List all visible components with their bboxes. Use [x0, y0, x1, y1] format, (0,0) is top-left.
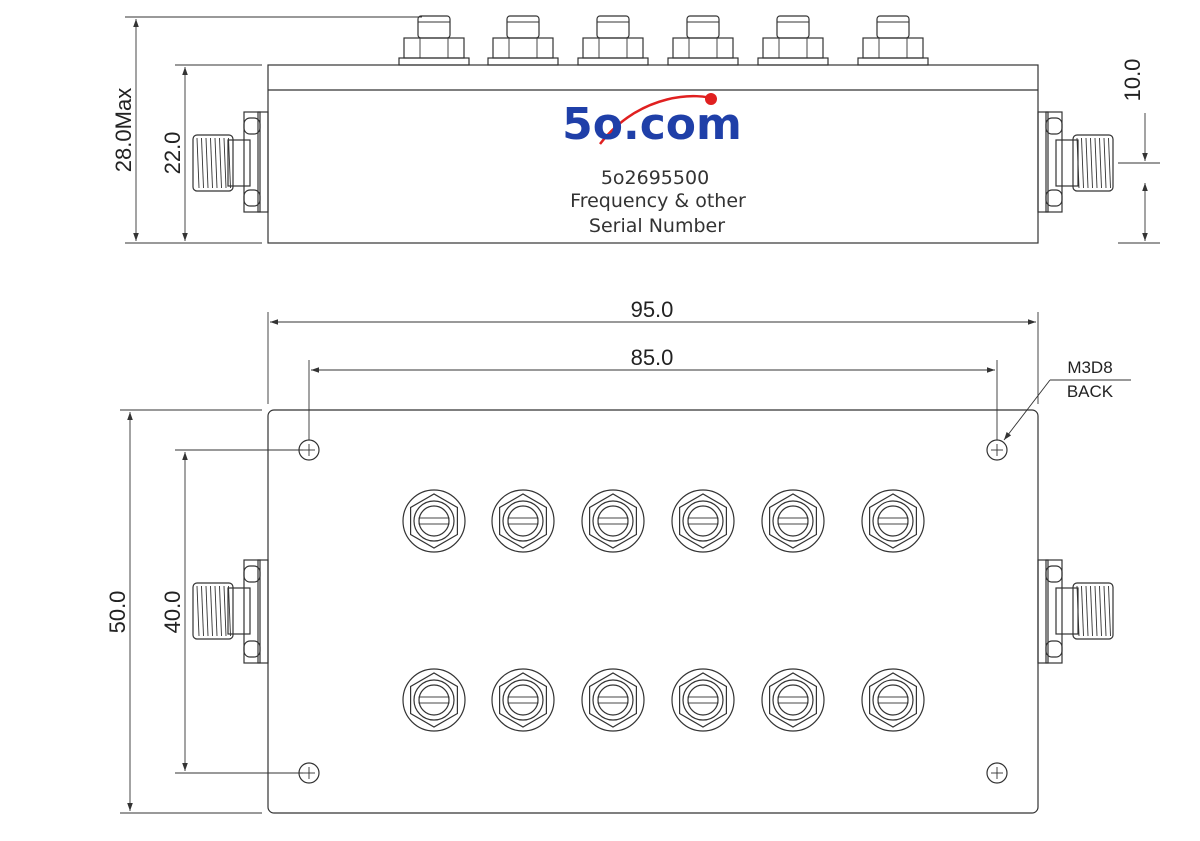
logo-dot: [705, 93, 717, 105]
plan-screw: [402, 489, 466, 553]
side-view: 5o.com 5o2695500 Frequency & other Seria…: [111, 15, 1160, 244]
dim-width: 50.0: [105, 409, 262, 814]
plan-screw: [581, 668, 645, 732]
label-serial: Serial Number: [589, 215, 725, 237]
hole-note-size: M3D8: [1067, 358, 1112, 377]
plan-screw: [402, 668, 466, 732]
dim-overall-height-label: 28.0Max: [111, 88, 136, 172]
dim-length: 95.0: [267, 297, 1039, 404]
mounting-hole: [986, 762, 1008, 784]
dim-body-height: 22.0: [160, 64, 262, 241]
plan-body: [267, 409, 1039, 814]
side-screw: [487, 15, 559, 66]
side-screw: [757, 15, 829, 66]
side-tuning-screws: [398, 15, 929, 66]
side-right-connector: [1037, 111, 1114, 213]
plan-screw: [671, 489, 735, 553]
plan-right-connector: [1037, 559, 1114, 664]
plan-screw: [861, 668, 925, 732]
dim-overall-height: 28.0Max: [111, 16, 422, 244]
plan-view: 95.0 85.0 50.0 40.0 M3D8 BACK: [105, 297, 1131, 814]
side-screw: [577, 15, 649, 66]
dim-hole-spacing-x: 85.0: [308, 345, 998, 440]
plan-screw: [761, 668, 825, 732]
dim-body-height-label: 22.0: [160, 132, 185, 175]
dim-connector-offset-label: 10.0: [1120, 59, 1145, 102]
plan-screw: [671, 668, 735, 732]
dim-length-label: 95.0: [631, 297, 674, 322]
side-screw: [857, 15, 929, 66]
plan-tuning-screws: [402, 489, 925, 732]
side-left-connector: [192, 111, 269, 213]
dim-width-label: 50.0: [105, 591, 130, 634]
plan-left-connector: [192, 559, 269, 664]
part-number: 5o2695500: [601, 167, 709, 189]
dim-hole-spacing-y-label: 40.0: [160, 591, 185, 634]
mounting-hole: [986, 439, 1008, 461]
hole-note-back: BACK: [1067, 382, 1114, 401]
plan-screw: [491, 489, 555, 553]
dim-hole-spacing-y: 40.0: [160, 449, 303, 774]
side-screw: [398, 15, 470, 66]
plan-screw: [581, 489, 645, 553]
dim-hole-spacing-x-label: 85.0: [631, 345, 674, 370]
plan-screw: [861, 489, 925, 553]
dim-connector-offset: 10.0: [1118, 59, 1160, 244]
plan-screw: [761, 489, 825, 553]
hole-callout: M3D8 BACK: [1003, 358, 1131, 441]
logo-text: 5o.com: [562, 99, 742, 150]
label-frequency: Frequency & other: [570, 190, 746, 212]
plan-screw: [491, 668, 555, 732]
side-screw: [667, 15, 739, 66]
brand-logo: 5o.com: [562, 93, 742, 150]
